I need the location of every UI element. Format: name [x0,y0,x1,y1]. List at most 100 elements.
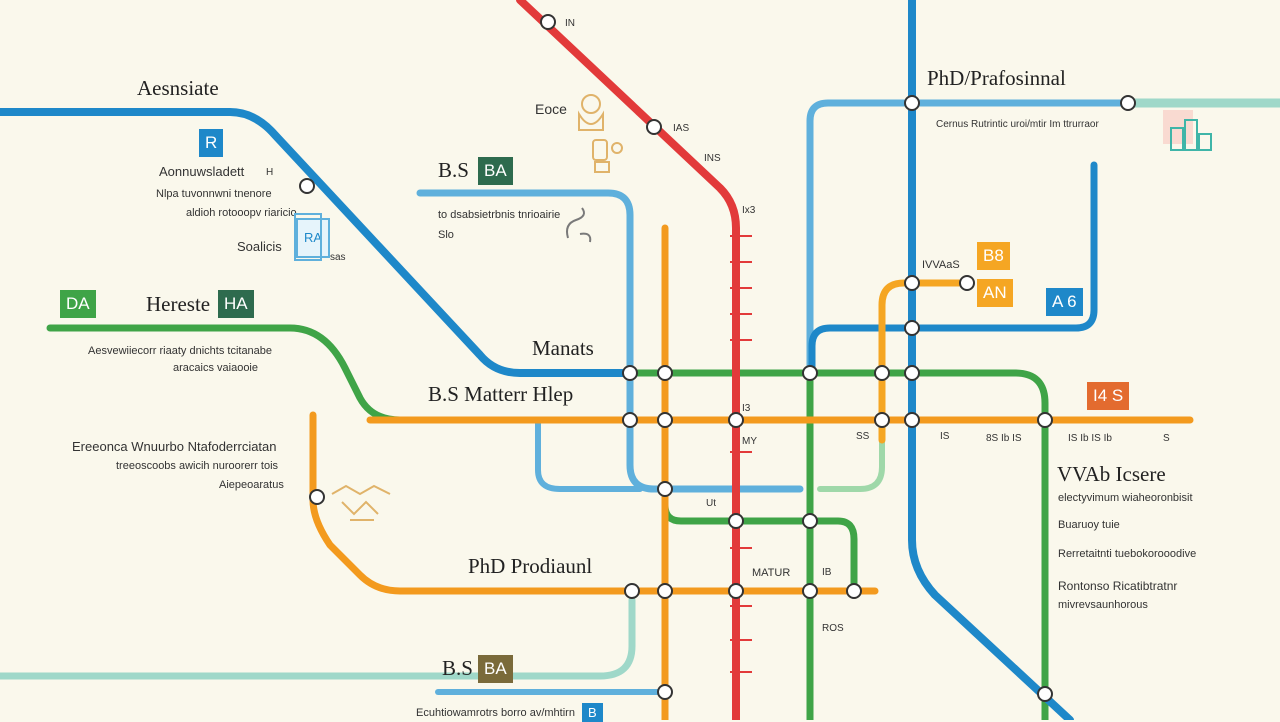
label-red-1: IN [565,18,575,29]
station[interactable] [959,275,975,291]
label-vuab-2: Buaruoy tuie [1058,519,1120,531]
badge-a6: A 6 [1046,288,1083,316]
station[interactable] [802,513,818,529]
label-matur: MATUR [752,567,791,579]
heading-bs-bottom: B.S [442,656,473,680]
document-icon [294,213,322,261]
label-red-3: INS [704,153,721,164]
label-row-4: IS Ib IS Ib [1068,433,1112,444]
label-bs-desc-1: to dsabsietrbnis tnrioairie [438,209,561,221]
label-left-2: treeoscoobs awicih nuroorerr tois [116,460,279,472]
heading-associate: Aesnsiate [137,76,219,100]
label-ib: IB [822,567,832,578]
label-vuab-5: mivrevsaunhorous [1058,599,1148,611]
station[interactable] [904,275,920,291]
badge-ra: RA [296,218,331,258]
station[interactable] [657,481,673,497]
station[interactable] [622,412,638,428]
line-lightblue-bs [416,189,804,493]
station[interactable] [657,412,673,428]
heading-phd-professional-mid: PhD Prodiaunl [468,554,593,578]
badge-da: DA [60,290,96,318]
station[interactable] [728,412,744,428]
line-teal-bottom [0,596,636,680]
station[interactable] [1120,95,1136,111]
label-assoc-1: Aonnuwsladett [159,164,245,179]
station[interactable] [540,14,556,30]
label-ros: ROS [822,623,844,634]
station[interactable] [904,365,920,381]
label-hereste-1: Aesvewiiecorr riaaty dnichts tcitanabe [88,345,273,357]
label-row-2: IS [940,431,950,442]
label-phd-desc: Cernus Rutrintic uroi/mtir Im ttrurraor [936,119,1099,130]
label-hereste-2: aracaics vaiaooie [173,362,258,374]
heading-vuab: VVAb Icsere [1057,462,1166,486]
label-left-1: Ereeonca Wnuurbo Ntafoderrciatan [72,439,277,454]
line-lightblue-right [808,161,1098,376]
label-red-5: I3 [742,403,751,414]
station[interactable] [299,178,315,194]
line-blue-associate [0,108,634,377]
station[interactable] [657,583,673,599]
label-vuab-4: Rontonso Ricatibtratnr [1058,579,1178,593]
station[interactable] [1037,412,1053,428]
line-green-main [626,369,1049,720]
station[interactable] [657,365,673,381]
station[interactable] [802,583,818,599]
heading-bs-master: B.S Matterr Hlep [428,382,574,406]
station[interactable] [802,365,818,381]
heading-masters: Manats [532,336,594,360]
label-eoce: Eoce [535,101,567,117]
line-lightblue-phd [806,99,1132,384]
graduate-icon [578,94,623,173]
station[interactable] [1037,686,1053,702]
line-orange-lower [309,411,879,595]
line-blue-vertical [908,0,1074,720]
badge-r: R [199,129,224,157]
station[interactable] [624,583,640,599]
red-line-ticks [730,235,752,673]
label-assoc-1b: H [266,167,274,178]
station[interactable] [874,412,890,428]
label-assoc-4: Soalicis [237,239,282,254]
station[interactable] [846,583,862,599]
heading-phd-professional-top: PhD/Prafosinnal [927,66,1066,90]
station[interactable] [904,412,920,428]
station[interactable] [728,583,744,599]
label-waa: IVVAaS [922,259,960,271]
station[interactable] [657,684,673,700]
label-red-4: Ix3 [742,205,756,216]
label-bs-desc-2: Slo [438,229,454,241]
badge-b-bottom: B [582,703,603,722]
line-lightgreen [817,437,885,492]
heading-bs-top: B.S [438,158,469,182]
station[interactable] [904,95,920,111]
station[interactable] [904,320,920,336]
station[interactable] [622,365,638,381]
label-ut: Ut [706,498,716,509]
station[interactable] [728,513,744,529]
scroll-icon [566,207,592,243]
line-lightblue-loop [535,417,643,492]
label-row-3: 8S Ib IS [986,433,1022,444]
label-bottom: Ecuhtiowamrotrs borro av/mhtirn [416,707,575,719]
badge-i4s: I4 S [1087,382,1130,410]
badge-ba-bottom: BA [478,655,513,683]
label-left-3: Aiepeoaratus [219,479,284,491]
station[interactable] [874,365,890,381]
books-icon [1163,110,1212,151]
station[interactable] [646,119,662,135]
label-vuab-3: Rerretaitnti tuebokorooodive [1058,548,1197,560]
badge-an: AN [977,279,1013,307]
label-red-2: IAS [673,123,690,134]
station[interactable] [309,489,325,505]
heading-hereste: Hereste [146,292,211,316]
badge-b8: B8 [977,242,1010,270]
line-red [516,0,740,720]
line-mustard-loop [878,279,972,444]
badge-ha: HA [218,290,254,318]
handshake-icon [331,484,391,521]
label-row-5: S [1163,433,1170,444]
badge-ba-top: BA [478,157,513,185]
